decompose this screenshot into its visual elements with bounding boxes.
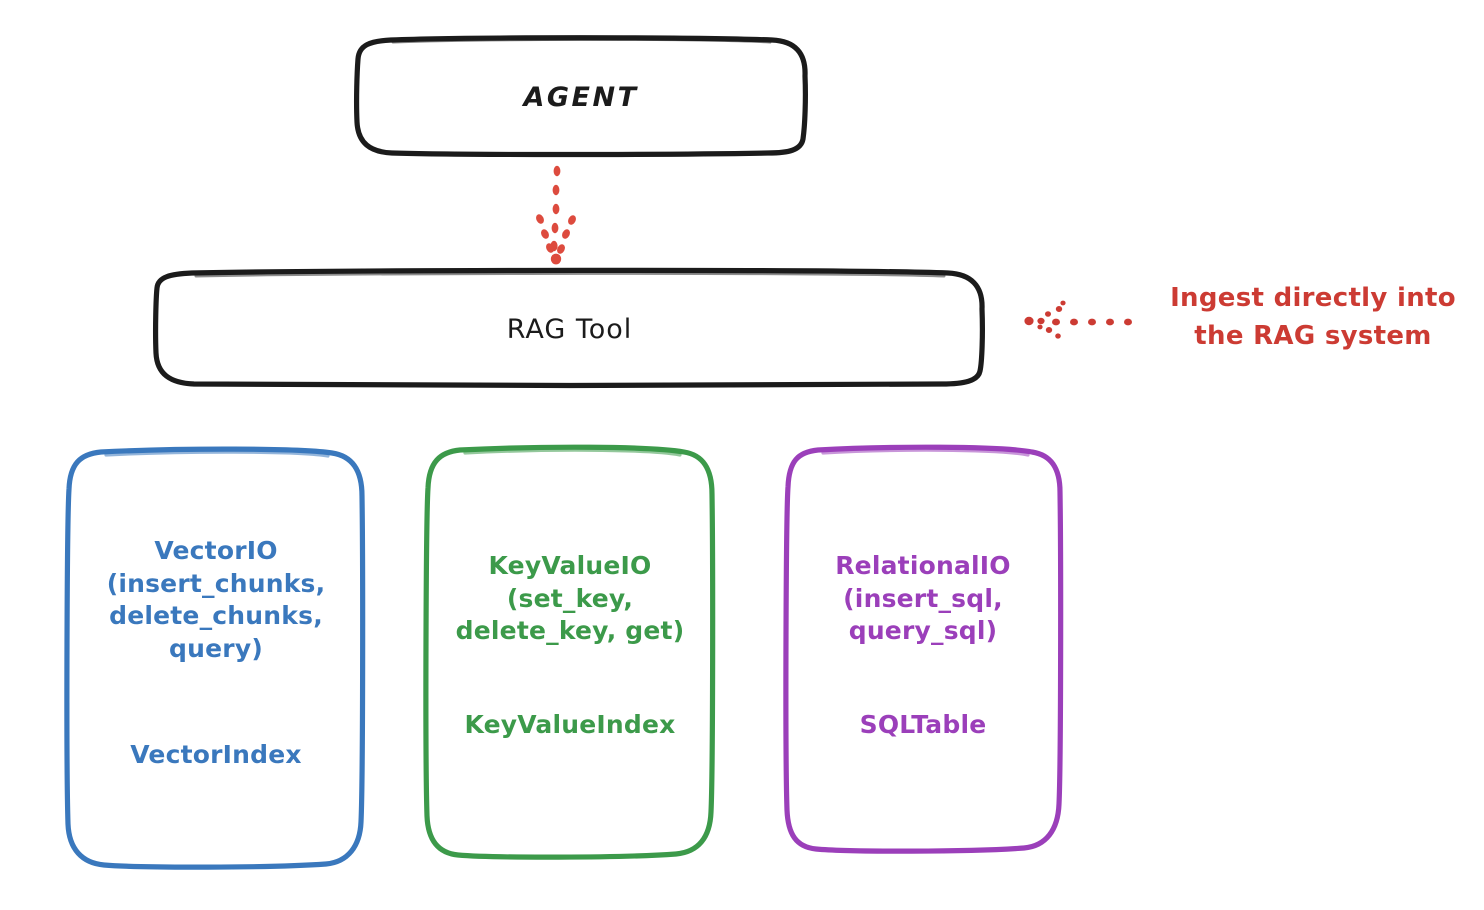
vector-io-box[interactable] xyxy=(64,446,366,870)
key-value-io-box[interactable] xyxy=(423,444,716,860)
agent-box-sketch-overlay xyxy=(391,37,772,44)
agent-box[interactable] xyxy=(353,35,808,158)
agent-to-rag-arrow xyxy=(536,165,576,265)
key-value-io-box-sketch-overlay xyxy=(463,448,682,457)
rag-tool-box[interactable] xyxy=(152,267,985,389)
relational-io-box-sketch-overlay xyxy=(821,448,1030,457)
ingest-arrow xyxy=(1024,300,1132,339)
relational-io-box[interactable] xyxy=(783,444,1064,854)
rag-tool-box-sketch-overlay xyxy=(194,271,946,278)
vector-io-box-sketch-overlay xyxy=(104,450,330,458)
